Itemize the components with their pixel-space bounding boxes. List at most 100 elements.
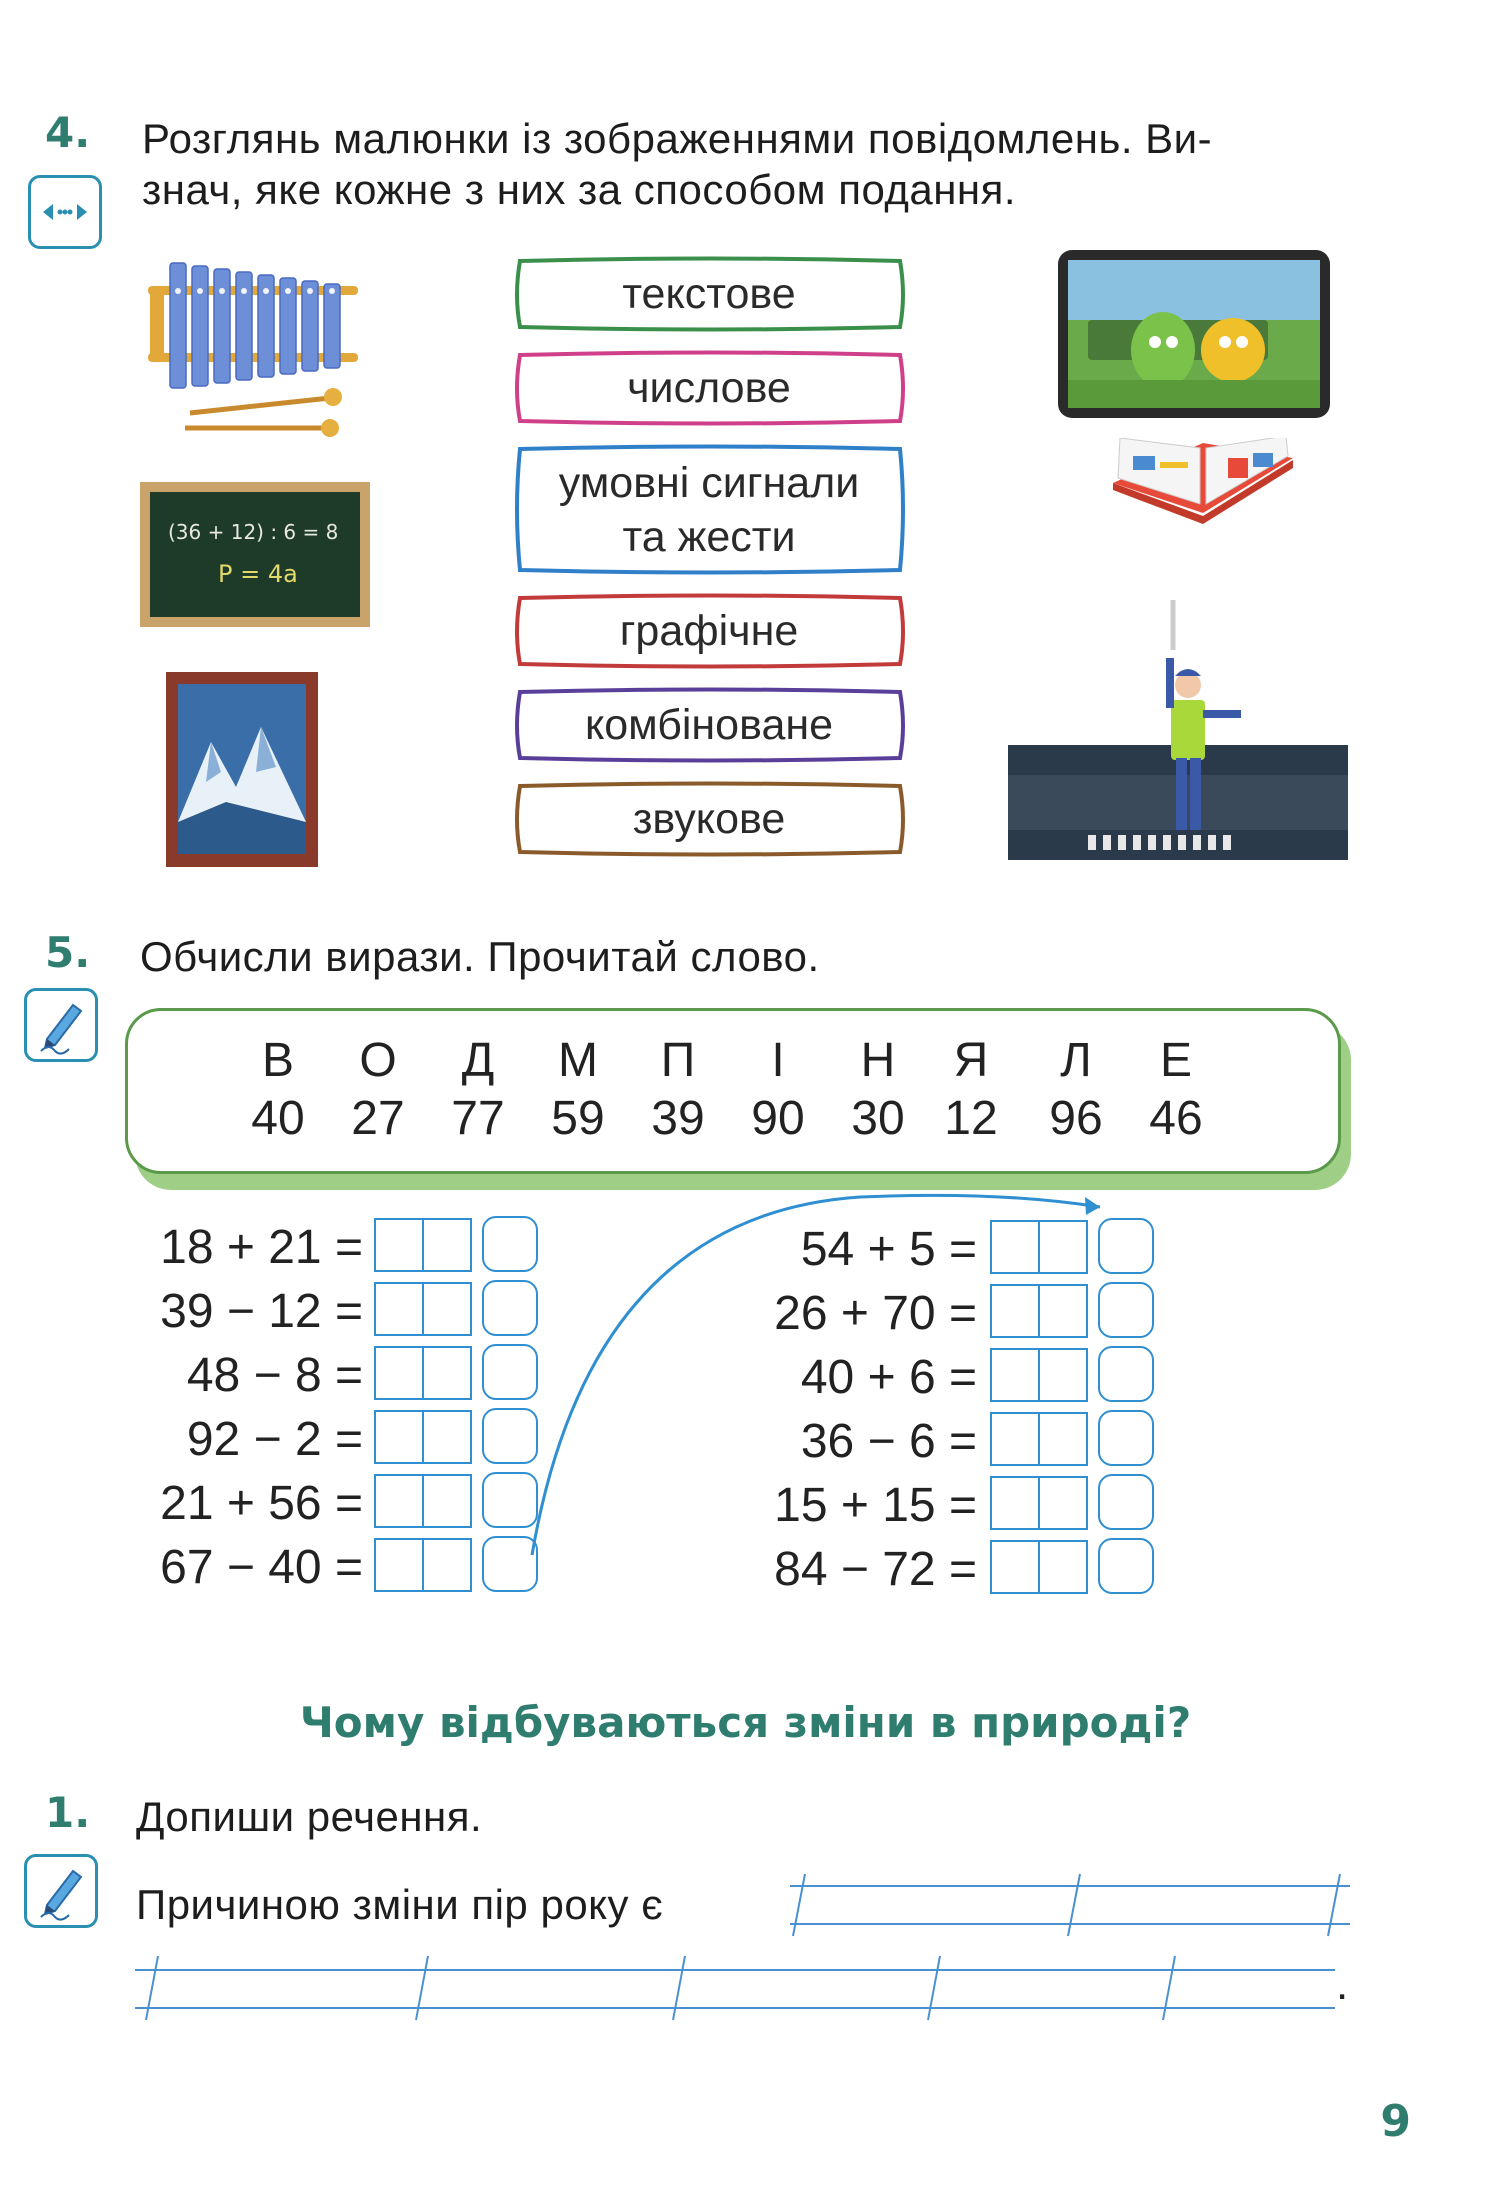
answer-sound[interactable]: звукове (512, 780, 906, 858)
left-expression-6: 67 − 40 = (160, 1541, 363, 1594)
answer-cells[interactable] (990, 1284, 1088, 1338)
answer-cells[interactable] (374, 1218, 472, 1272)
letter-box[interactable] (482, 1280, 538, 1336)
hint-arrow (530, 1193, 1101, 1556)
right-expression-5: 15 + 15 = (774, 1479, 977, 1532)
key-letter: Е (1159, 1034, 1192, 1087)
answer-cells[interactable] (374, 1346, 472, 1400)
right-expression-3: 40 + 6 = (800, 1351, 977, 1404)
answer-numeric-label: числове (627, 364, 791, 412)
task-1-sentence: Причиною зміни пір року є (136, 1881, 664, 1928)
left-expression-5: 21 + 56 = (160, 1477, 363, 1530)
pencil-icon (24, 988, 98, 1062)
page-number: 9 (1380, 2096, 1411, 2147)
task-4-text-line1: Розглянь малюнки із зображеннями повідом… (142, 115, 1213, 162)
key-number: 30 (851, 1092, 905, 1145)
key-number: 39 (651, 1092, 705, 1145)
key-letter: Я (953, 1034, 989, 1087)
key-number: 96 (1049, 1092, 1103, 1145)
answer-numeric[interactable]: числове (512, 349, 906, 427)
blackboard-line-2: P = 4a (218, 560, 298, 588)
right-expression-4: 36 − 6 = (800, 1415, 977, 1468)
blackboard-line-1: (36 + 12) : 6 = 8 (168, 520, 339, 544)
answer-cells[interactable] (990, 1476, 1088, 1530)
key-letter: В (261, 1034, 294, 1087)
task-5-text: Обчисли вирази. Прочитай слово. (140, 933, 820, 980)
key-letter: Н (860, 1034, 896, 1087)
answer-cells[interactable] (374, 1538, 472, 1592)
letter-box[interactable] (482, 1536, 538, 1592)
answer-cells[interactable] (990, 1348, 1088, 1402)
answer-combined[interactable]: комбіноване (512, 686, 906, 764)
answer-graphic[interactable]: графічне (512, 592, 906, 670)
task-1-number: 1. (45, 1788, 91, 1837)
key-letter: П (660, 1034, 696, 1087)
answer-text-label: текстове (622, 270, 796, 318)
blackboard-picture: (36 + 12) : 6 = 8 P = 4a (140, 482, 375, 637)
letter-box[interactable] (482, 1408, 538, 1464)
letter-box[interactable] (1098, 1282, 1154, 1338)
answer-cells[interactable] (990, 1540, 1088, 1594)
answer-cells[interactable] (374, 1410, 472, 1464)
key-letter: Д (461, 1034, 495, 1087)
xylophone-picture (140, 258, 380, 453)
writing-line-2[interactable] (130, 1952, 1350, 2024)
answer-signals-line1: умовні сигнали (558, 458, 860, 507)
right-expression-2: 26 + 70 = (774, 1287, 977, 1340)
key-letter: Л (1060, 1034, 1092, 1087)
task-4-number: 4. (45, 108, 91, 157)
letter-box[interactable] (1098, 1218, 1154, 1274)
mountain-painting-picture (166, 672, 318, 872)
double-arrow-icon (28, 175, 102, 249)
letter-box[interactable] (1098, 1410, 1154, 1466)
answer-text[interactable]: текстове (512, 255, 906, 333)
letter-box[interactable] (482, 1472, 538, 1528)
key-number: 90 (751, 1092, 805, 1145)
task-1-text: Допиши речення. (136, 1793, 483, 1840)
letter-box[interactable] (482, 1216, 538, 1272)
right-expression-6: 84 − 72 = (774, 1543, 977, 1596)
key-number: 77 (451, 1092, 505, 1145)
answer-combined-label: комбіноване (584, 701, 834, 749)
answer-graphic-label: графічне (619, 607, 799, 655)
letter-box[interactable] (482, 1344, 538, 1400)
key-letter: І (771, 1034, 785, 1087)
letter-box[interactable] (1098, 1538, 1154, 1594)
key-number: 59 (551, 1092, 605, 1145)
key-letter: О (359, 1034, 397, 1087)
key-number: 40 (251, 1092, 305, 1145)
section-title: Чому відбуваються зміни в природі? (299, 1698, 1192, 1747)
answer-signals-gestures[interactable]: умовні сигнали та жести (512, 443, 906, 576)
task-5-number: 5. (45, 928, 91, 977)
key-number: 12 (944, 1092, 998, 1145)
right-expression-1: 54 + 5 = (800, 1223, 977, 1276)
task-4-text-line2: знач, яке кожне з них за способом поданн… (142, 166, 1017, 213)
left-expression-1: 18 + 21 = (160, 1221, 363, 1274)
letter-box[interactable] (1098, 1474, 1154, 1530)
open-book-picture (1108, 435, 1298, 558)
answer-cells[interactable] (990, 1220, 1088, 1274)
answer-sound-label: звукове (632, 795, 786, 843)
left-expression-3: 48 − 8 = (186, 1349, 363, 1402)
answer-cells[interactable] (374, 1282, 472, 1336)
writing-line-1[interactable] (785, 1870, 1355, 1940)
letter-box[interactable] (1098, 1346, 1154, 1402)
answer-cells[interactable] (990, 1412, 1088, 1466)
left-expression-4: 92 − 2 = (186, 1413, 363, 1466)
answer-cells[interactable] (374, 1474, 472, 1528)
pencil-icon (24, 1854, 98, 1928)
key-number: 27 (351, 1092, 405, 1145)
key-letter: М (558, 1034, 598, 1087)
left-expression-2: 39 − 12 = (160, 1285, 363, 1338)
